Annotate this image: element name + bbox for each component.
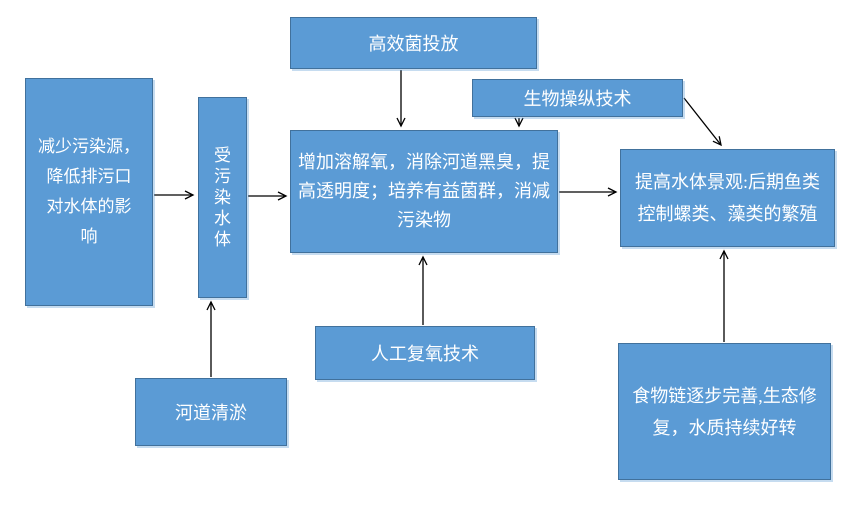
node-polluted-water: 受 污 染 水 体 [198,97,247,298]
node-text-line: 控制螺类、藻类的繁殖 [637,204,818,224]
node-text-line: 响 [80,227,98,246]
node-text-line: 人工复氧技术 [371,344,479,364]
node-text-line: 增加溶解氧，消除河道黑臭，提 [298,152,550,172]
node-biomanipulation: 生物操纵技术 [472,79,683,117]
node-text-char: 体 [214,230,231,249]
node-foodchain: 食物链逐步完善,生态修 复，水质持续好转 [618,343,831,480]
node-text-line: 生物操纵技术 [523,89,632,109]
node-reduce-pollution: 减少污染源， 降低排污口 对水体的影 响 [25,78,153,306]
node-text-char: 污 [214,167,231,186]
node-text-line: 对水体的影 [46,197,132,216]
node-text-char: 水 [214,209,231,228]
arrow-biomanip-to-landscape [683,97,722,147]
node-text-char: 染 [214,188,231,207]
node-text-line: 提高水体景观:后期鱼类 [635,172,820,192]
node-text-line: 食物链逐步完善,生态修 [632,385,817,406]
node-reoxygenation: 人工复氧技术 [315,326,535,380]
node-text-line: 河道清淤 [175,403,247,423]
node-bacteria: 高效菌投放 [290,17,537,69]
node-text-char: 受 [214,146,231,165]
node-text-line: 污染物 [397,210,451,230]
node-landscape: 提高水体景观:后期鱼类 控制螺类、藻类的繁殖 [620,149,835,247]
node-text-line: 减少污染源， [38,137,140,156]
node-text-line: 高透明度；培养有益菌群，消减 [298,181,550,201]
node-text-line: 复，水质持续好转 [652,417,797,438]
node-dredging: 河道清淤 [135,378,287,446]
node-treatment: 增加溶解氧，消除河道黑臭，提 高透明度；培养有益菌群，消减 污染物 [290,130,558,253]
node-text-line: 降低排污口 [46,167,132,186]
node-text-line: 高效菌投放 [368,34,459,54]
